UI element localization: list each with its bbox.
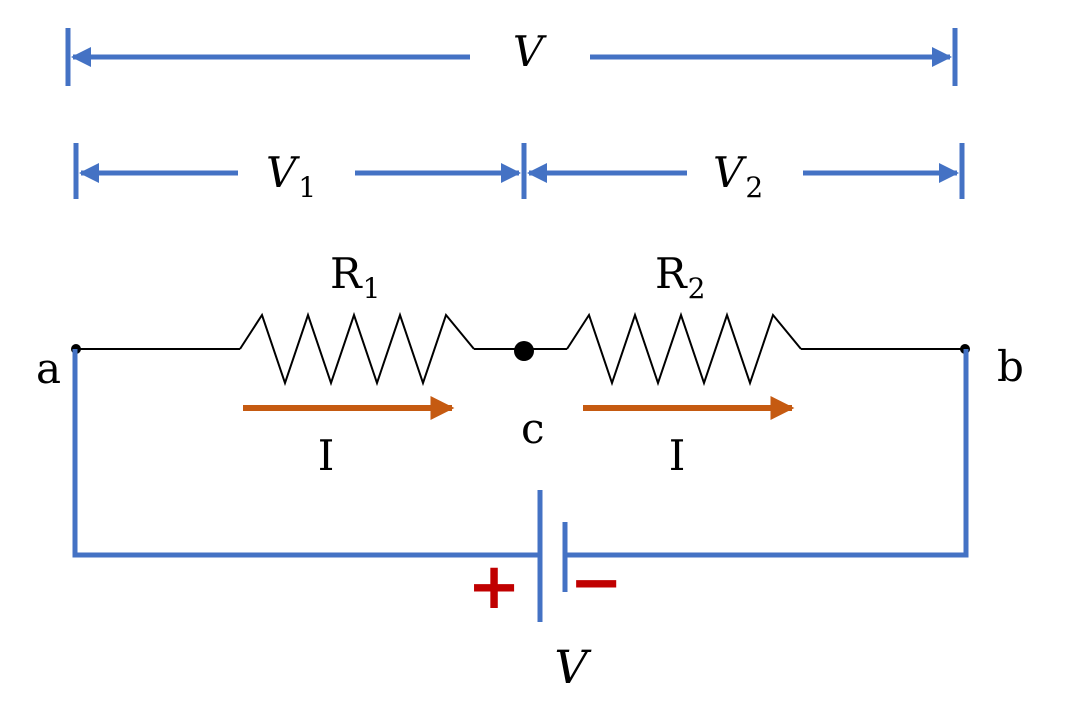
resistor-r2-zigzag	[566, 311, 802, 387]
node-c-label: c	[521, 404, 545, 453]
v1-dimension: V1	[73, 143, 527, 204]
r2-label: R2	[655, 249, 705, 305]
battery-loop-wire	[72, 349, 969, 558]
battery-minus-sign: −	[569, 546, 623, 620]
current-1-label: I	[318, 431, 335, 480]
total-voltage-label: V	[513, 27, 547, 76]
current-2-label: I	[669, 431, 686, 480]
node-b-label: b	[997, 342, 1024, 391]
wire-left-return	[72, 349, 540, 558]
node-a-label: a	[36, 344, 61, 393]
battery-symbol	[537, 490, 568, 622]
v2-dimension: V2	[527, 143, 965, 204]
v2-label: V2	[713, 148, 763, 204]
total-voltage-dimension: V	[65, 27, 958, 86]
battery-plus-sign: +	[467, 550, 521, 624]
v1-label: V1	[266, 148, 316, 204]
resistor-r1-zigzag	[239, 311, 475, 387]
battery-voltage-label: V	[554, 640, 592, 694]
node-c-dot	[514, 341, 534, 361]
r1-label: R1	[330, 249, 380, 305]
wire-right-return	[565, 349, 969, 558]
